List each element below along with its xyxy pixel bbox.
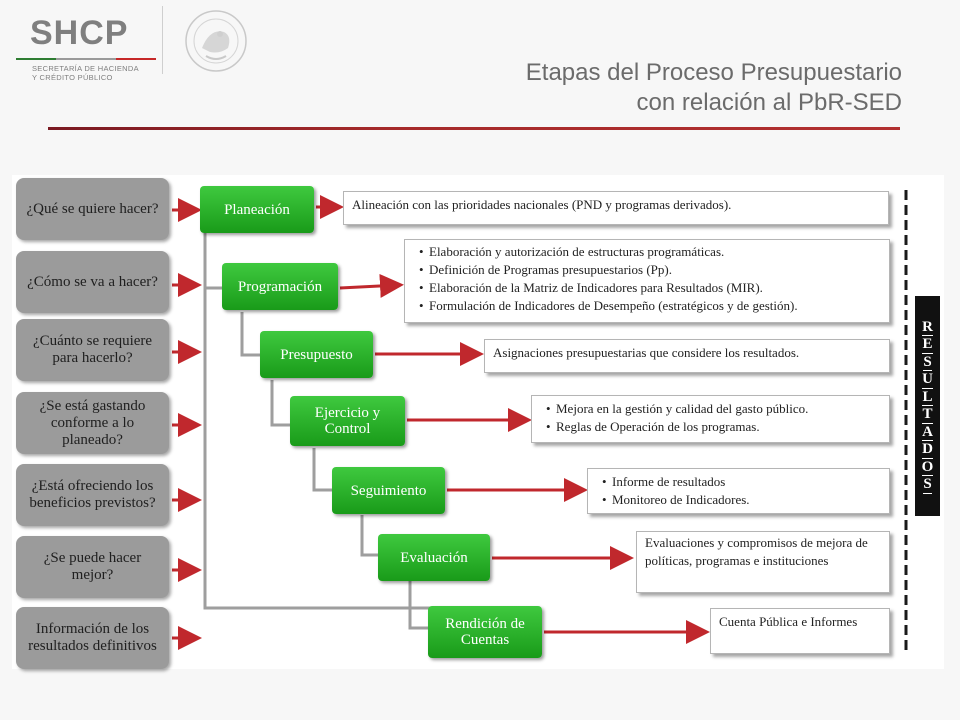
desc-programacion-item: Elaboración de la Matriz de Indicadores … <box>419 279 881 297</box>
page-title-line2: con relación al PbR-SED <box>636 89 902 116</box>
shcp-logo-rule <box>16 58 156 60</box>
stage-seguimiento: Seguimiento <box>332 467 445 514</box>
resultados-letter: S <box>923 353 932 371</box>
resultados-letter: U <box>922 371 933 389</box>
question-box-2: ¿Cómo se va a hacer? <box>16 251 169 313</box>
desc-programacion-item: Elaboración y autorización de estructura… <box>419 243 881 261</box>
desc-programacion: Elaboración y autorización de estructura… <box>404 239 890 323</box>
desc-ejercicio-control: Mejora en la gestión y calidad del gasto… <box>531 395 890 443</box>
desc-rendicion: Cuenta Pública e Informes <box>710 608 890 654</box>
shcp-logo-sub-line2: Y CRÉDITO PÚBLICO <box>32 73 113 82</box>
resultados-letter: E <box>922 336 933 354</box>
stage-programacion: Programación <box>222 263 338 310</box>
resultados-letter: O <box>921 458 934 476</box>
stage-evaluacion: Evaluación <box>378 534 490 581</box>
question-box-6: ¿Se puede hacer mejor? <box>16 536 169 598</box>
mexico-seal-icon <box>185 10 247 72</box>
stage-rendicion-cuentas: Rendición de Cuentas <box>428 606 542 658</box>
resultados-letter: T <box>922 406 933 424</box>
resultados-letter: D <box>922 441 933 459</box>
desc-programacion-item: Formulación de Indicadores de Desempeño … <box>419 297 881 315</box>
desc-ejercicio-item: Mejora en la gestión y calidad del gasto… <box>546 400 881 418</box>
question-box-7: Información de los resultados definitivo… <box>16 607 169 669</box>
title-rule <box>48 127 900 130</box>
shcp-logo-subtitle: SECRETARÍA DE HACIENDA Y CRÉDITO PÚBLICO <box>32 64 139 82</box>
resultados-letter: R <box>922 318 933 336</box>
resultados-letter: S <box>923 476 932 494</box>
resultados-letter: L <box>922 388 933 406</box>
desc-seguimiento: Informe de resultados Monitoreo de Indic… <box>587 468 890 514</box>
shcp-logo-sub-line1: SECRETARÍA DE HACIENDA <box>32 64 139 73</box>
header-divider <box>162 6 163 74</box>
resultados-letter: A <box>922 423 933 441</box>
question-box-1: ¿Qué se quiere hacer? <box>16 178 169 240</box>
shcp-logo-text: SHCP <box>30 14 129 52</box>
desc-seguimiento-item: Informe de resultados <box>602 473 881 491</box>
desc-programacion-item: Definición de Programas presupuestarios … <box>419 261 881 279</box>
question-box-3: ¿Cuánto se requiere para hacerlo? <box>16 319 169 381</box>
stage-presupuesto: Presupuesto <box>260 331 373 378</box>
page-title-line1: Etapas del Proceso Presupuestario <box>525 59 902 86</box>
desc-ejercicio-item: Reglas de Operación de los programas. <box>546 418 881 436</box>
stage-ejercicio-control: Ejercicio y Control <box>290 396 405 446</box>
question-box-4: ¿Se está gastando conforme a lo planeado… <box>16 392 169 454</box>
stage-planeacion: Planeación <box>200 186 314 233</box>
desc-evaluacion: Evaluaciones y compromisos de mejora de … <box>636 531 890 593</box>
page-title: Etapas del Proceso Presupuestario con re… <box>526 58 902 118</box>
shcp-logo: SHCP SECRETARÍA DE HACIENDA Y CRÉDITO PÚ… <box>8 10 158 82</box>
desc-planeacion: Alineación con las prioridades nacionale… <box>343 191 889 225</box>
resultados-label: R E S U L T A D O S <box>915 296 940 516</box>
question-box-5: ¿Está ofreciendo los beneficios previsto… <box>16 464 169 526</box>
desc-presupuesto: Asignaciones presupuestarias que conside… <box>484 339 890 373</box>
desc-seguimiento-item: Monitoreo de Indicadores. <box>602 491 881 509</box>
